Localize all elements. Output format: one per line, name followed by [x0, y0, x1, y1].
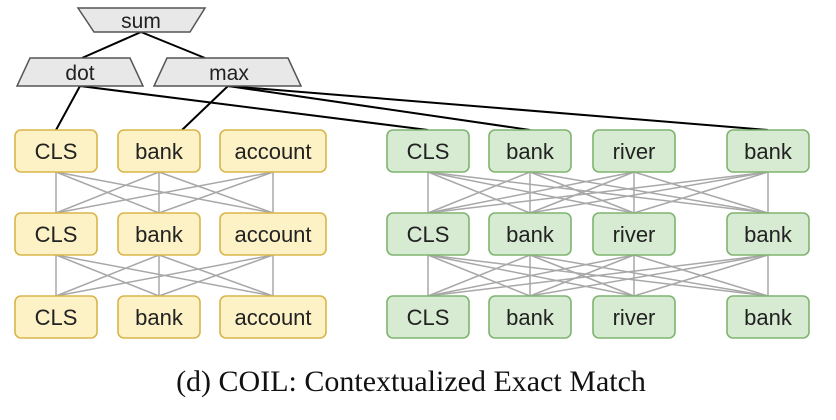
- doc-token-label: river: [613, 305, 656, 330]
- query-token-label: bank: [135, 222, 184, 247]
- query-token-box: bank: [117, 212, 201, 256]
- query-token-box: account: [219, 129, 327, 173]
- max-operator: max: [152, 57, 303, 87]
- doc-token-box: river: [592, 129, 676, 173]
- dot-to-sum-link: [81, 31, 142, 59]
- doc-token-box: river: [592, 212, 676, 256]
- doc-mesh-line: [427, 171, 531, 214]
- doc-token-box: CLS: [386, 212, 470, 256]
- max-label: max: [209, 62, 249, 85]
- doc-mesh-line: [529, 171, 635, 214]
- doc-token-label: bank: [744, 222, 793, 247]
- query-token-label: CLS: [35, 139, 78, 164]
- doc-token-label: CLS: [407, 139, 450, 164]
- doc-token-box: bank: [726, 129, 810, 173]
- query-mesh-line: [158, 254, 274, 297]
- doc-token-label: CLS: [407, 305, 450, 330]
- query-token-label: account: [234, 139, 311, 164]
- doc-mesh-line: [633, 171, 769, 214]
- sum-label: sum: [121, 10, 161, 33]
- query-mesh-line: [55, 171, 274, 214]
- query-token-box: account: [219, 212, 327, 256]
- query-token-box: account: [219, 295, 327, 339]
- sum-operator: sum: [76, 7, 207, 33]
- figure-caption: (d) COIL: Contextualized Exact Match: [176, 365, 646, 398]
- query-token-label: account: [234, 222, 311, 247]
- dot-label: dot: [65, 62, 94, 85]
- doc-mesh-line: [427, 171, 769, 214]
- doc-token-box: bank: [726, 212, 810, 256]
- attention-mesh: [55, 171, 769, 297]
- max-to-doc-bank-link: [227, 85, 531, 131]
- doc-mesh-line: [529, 254, 769, 297]
- query-token-label: bank: [135, 139, 184, 164]
- exact-match-links: [55, 31, 769, 131]
- doc-token-label: river: [613, 139, 656, 164]
- doc-token-label: CLS: [407, 222, 450, 247]
- doc-token-label: river: [613, 222, 656, 247]
- max-to-query-bank-link: [181, 85, 229, 131]
- aggregation-operators: sum dot max: [15, 7, 303, 87]
- query-token-box: CLS: [14, 212, 98, 256]
- max-to-sum-link: [140, 31, 206, 59]
- query-token-label: CLS: [35, 305, 78, 330]
- query-mesh-line: [55, 254, 160, 297]
- doc-token-label: bank: [744, 305, 793, 330]
- doc-token-box: CLS: [386, 295, 470, 339]
- query-token-label: bank: [135, 305, 184, 330]
- doc-token-box: CLS: [386, 129, 470, 173]
- query-token-box: bank: [117, 129, 201, 173]
- query-mesh-line: [55, 254, 274, 297]
- doc-token-box: bank: [488, 295, 572, 339]
- doc-token-box: river: [592, 295, 676, 339]
- doc-token-label: bank: [506, 139, 555, 164]
- doc-token-box: bank: [488, 212, 572, 256]
- doc-token-label: bank: [744, 139, 793, 164]
- doc-mesh-line: [427, 171, 635, 214]
- query-token-label: CLS: [35, 222, 78, 247]
- doc-token-label: bank: [506, 222, 555, 247]
- query-token-label: account: [234, 305, 311, 330]
- dot-to-query-cls-link: [55, 85, 81, 131]
- doc-mesh-line: [427, 254, 769, 297]
- query-token-box: CLS: [14, 295, 98, 339]
- dot-to-doc-cls-link: [79, 85, 429, 131]
- query-token-box: bank: [117, 295, 201, 339]
- doc-token-label: bank: [506, 305, 555, 330]
- query-mesh-line: [158, 171, 274, 214]
- dot-operator: dot: [15, 57, 145, 87]
- doc-mesh-line: [529, 171, 769, 214]
- doc-mesh-line: [427, 254, 635, 297]
- query-mesh-line: [55, 171, 160, 214]
- max-to-doc-bank-2-link: [227, 85, 769, 131]
- doc-token-box: bank: [488, 129, 572, 173]
- doc-mesh-line: [427, 254, 531, 297]
- doc-mesh-line: [633, 254, 769, 297]
- doc-token-box: bank: [726, 295, 810, 339]
- query-token-box: CLS: [14, 129, 98, 173]
- doc-mesh-line: [529, 254, 635, 297]
